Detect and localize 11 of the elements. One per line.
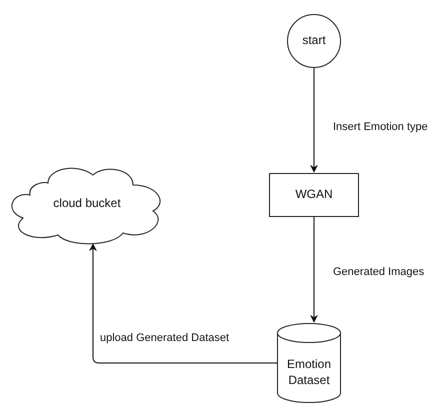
edge-label: upload Generated Dataset	[100, 332, 230, 344]
node-label: Emotion Dataset	[286, 357, 332, 389]
edge-label: Insert Emotion type	[333, 121, 428, 133]
node-label: start	[302, 33, 326, 49]
edge-label: Generated Images	[333, 266, 424, 278]
arrow	[310, 68, 318, 173]
node-label: WGAN	[295, 187, 333, 203]
node-label: cloud bucket	[53, 196, 121, 212]
process-box	[269, 173, 359, 217]
arrow	[89, 243, 278, 364]
arrow	[310, 216, 318, 323]
